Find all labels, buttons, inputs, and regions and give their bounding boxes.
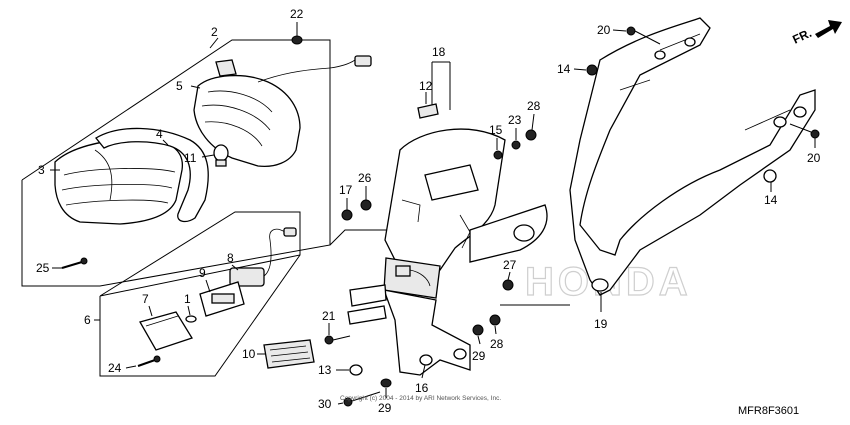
callout-18: 18	[432, 45, 446, 59]
screw-25-part[interactable]	[61, 257, 88, 269]
callout-23: 23	[508, 113, 522, 127]
grommet-14a-part[interactable]	[586, 64, 598, 76]
callout-26: 26	[358, 171, 372, 185]
front-direction-label: FR.	[790, 26, 813, 47]
callout-12: 12	[419, 79, 433, 93]
callout-20b: 20	[807, 151, 821, 165]
hardware-15-part[interactable]	[493, 150, 503, 160]
bolt-30-part[interactable]	[343, 391, 381, 407]
callout-14b: 14	[764, 193, 778, 207]
leader-lines	[50, 22, 816, 405]
screw-24-part[interactable]	[137, 355, 161, 367]
tail-bulb-part[interactable]	[213, 144, 229, 167]
reference-code: MFR8F3601	[738, 405, 799, 417]
grommet-13-part[interactable]	[349, 364, 363, 376]
callout-9: 9	[199, 266, 206, 280]
license-bracket-part[interactable]	[347, 284, 471, 376]
callout-28a: 28	[527, 99, 541, 113]
license-light-lens-part[interactable]	[139, 311, 193, 351]
callout-6: 6	[84, 313, 91, 327]
callout-2: 2	[211, 25, 218, 39]
grommet-22-part[interactable]	[291, 35, 303, 45]
callout-8: 8	[227, 251, 234, 265]
callout-17: 17	[339, 183, 353, 197]
rear-fender-part[interactable]	[383, 128, 548, 299]
callout-15: 15	[489, 123, 503, 137]
callout-7: 7	[142, 292, 149, 306]
callout-22: 22	[290, 7, 304, 21]
hardware-29b-part[interactable]	[472, 324, 484, 336]
copyright-notice: Copyright (c) 2004 - 2014 by ARI Network…	[340, 395, 501, 402]
hardware-28b-part[interactable]	[489, 314, 501, 326]
callout-25: 25	[36, 261, 50, 275]
callout-24: 24	[108, 361, 122, 375]
hardware-26-part[interactable]	[360, 199, 372, 211]
callout-21: 21	[322, 309, 336, 323]
grab-rail-part[interactable]	[569, 17, 816, 296]
rubber-12-part[interactable]	[417, 103, 439, 119]
callout-5: 5	[176, 79, 183, 93]
license-bulb-part[interactable]	[185, 315, 197, 323]
tail-light-base-part[interactable]	[193, 55, 372, 168]
bolt-20a-part[interactable]	[626, 26, 661, 45]
front-arrow-icon	[815, 20, 842, 38]
callout-14a: 14	[557, 62, 571, 76]
hardware-28a-part[interactable]	[525, 129, 537, 141]
bolt-21-part[interactable]	[324, 335, 351, 345]
callout-29a: 29	[378, 401, 392, 415]
washer-29a-part[interactable]	[380, 378, 392, 388]
callout-30: 30	[318, 397, 332, 411]
callout-29b: 29	[472, 349, 486, 363]
tail-lens-part[interactable]	[54, 137, 183, 225]
tail-lens-gasket-part[interactable]	[95, 127, 209, 223]
grommet-14b-part[interactable]	[763, 169, 777, 183]
hardware-27-part[interactable]	[502, 279, 514, 291]
callout-20a: 20	[597, 23, 611, 37]
callout-28b: 28	[490, 337, 504, 351]
reflector-part[interactable]	[263, 339, 315, 369]
callout-27: 27	[503, 258, 517, 272]
callout-10: 10	[242, 347, 256, 361]
callout-3: 3	[38, 163, 45, 177]
license-light-case-part[interactable]	[199, 281, 245, 317]
callout-11: 11	[184, 151, 197, 165]
callout-13: 13	[318, 363, 332, 377]
front-direction-indicator: FR.	[790, 20, 842, 47]
hardware-23-part[interactable]	[511, 140, 521, 150]
callout-1: 1	[184, 292, 191, 306]
hardware-17-part[interactable]	[341, 209, 353, 221]
callout-16: 16	[415, 381, 429, 395]
callout-4: 4	[156, 127, 163, 141]
callout-19: 19	[594, 317, 608, 331]
